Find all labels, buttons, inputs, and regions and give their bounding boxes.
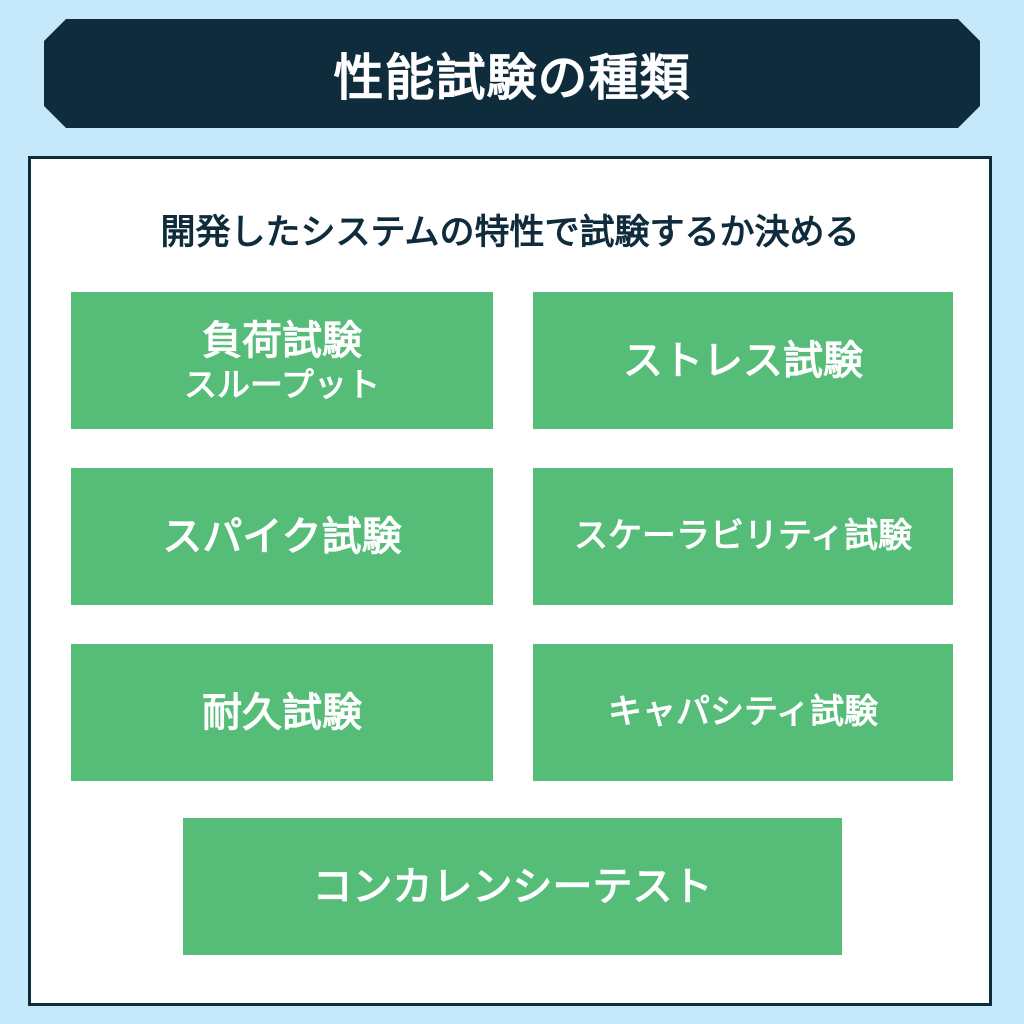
card-stress-test: ストレス試験 [533,292,953,429]
page-title: 性能試験の種類 [333,48,691,107]
card-concurrency-test: コンカレンシーテスト [183,818,842,955]
card-scalability-test: スケーラビリティ試験 [533,468,953,605]
card-load-test: 負荷試験 スループット [71,292,493,429]
card-label: キャパシティ試験 [608,692,878,733]
card-spike-test: スパイク試験 [71,468,493,605]
card-label: 耐久試験 [202,689,362,736]
card-label: スパイク試験 [162,513,402,560]
card-label: 負荷試験 [202,317,362,364]
panel-subtitle: 開発したシステムの特性で試験するか決める [160,213,860,253]
card-label: コンカレンシーテスト [312,863,713,910]
card-capacity-test: キャパシティ試験 [533,644,953,781]
card-sublabel: スループット [183,364,381,404]
content-panel: 開発したシステムの特性で試験するか決める 負荷試験 スループット ストレス試験 … [28,156,992,1006]
card-label: スケーラビリティ試験 [574,516,912,557]
card-label: ストレス試験 [623,337,863,384]
card-endurance-test: 耐久試験 [71,644,493,781]
title-banner: 性能試験の種類 [44,19,980,128]
